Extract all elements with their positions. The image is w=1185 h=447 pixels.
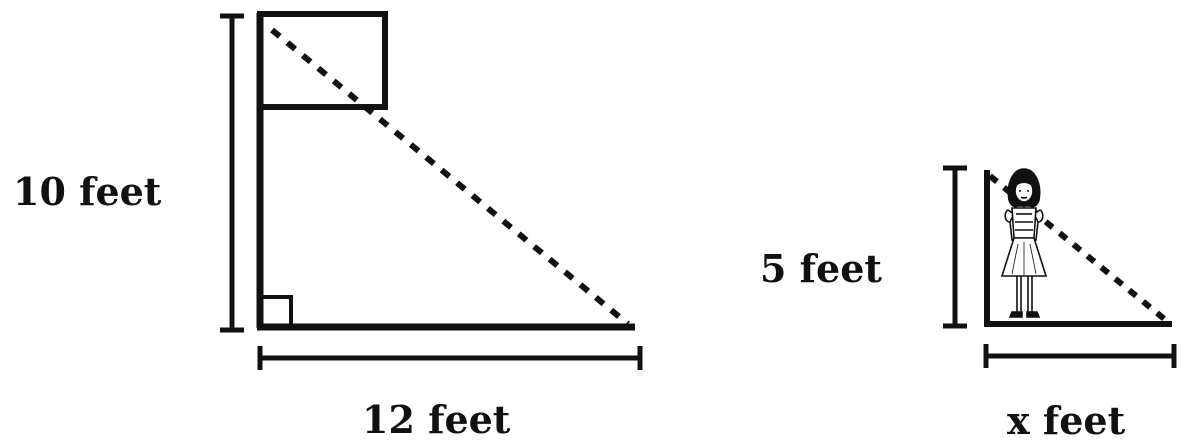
left-figure: [220, 11, 643, 370]
right-height-label: 5 feet: [760, 246, 882, 291]
left-shadow-line: [270, 27, 630, 327]
right-base-dimension: [983, 344, 1177, 368]
right-angle-mark: [262, 295, 293, 327]
right-height-dimension: [943, 165, 967, 329]
left-base-label: 12 feet: [362, 397, 511, 442]
girl-figure: [1000, 168, 1048, 318]
flag: [257, 11, 388, 110]
left-height-dimension: [220, 13, 244, 333]
left-height-label: 10 feet: [13, 169, 162, 214]
right-base-label: x feet: [1007, 398, 1126, 443]
left-base-dimension: [257, 346, 643, 370]
right-figure: [943, 165, 1177, 368]
